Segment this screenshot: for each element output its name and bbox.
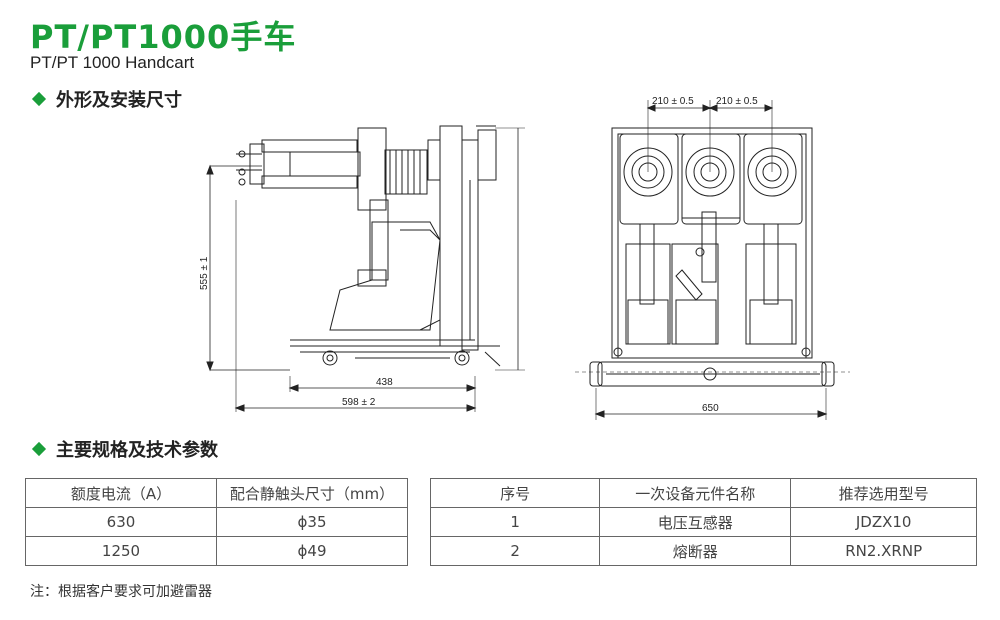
table-header-row: 序号 一次设备元件名称 推荐选用型号: [429, 478, 977, 508]
side-view-drawing: 555 ± 1: [199, 125, 525, 412]
section-heading-dimensions-text: 外形及安装尺寸: [56, 90, 182, 111]
diamond-bullet-icon: [31, 441, 47, 457]
footnote: 注：根据客户要求可加避雷器: [30, 584, 212, 600]
table-header-cell: 推荐选用型号: [790, 478, 977, 508]
dim-210-left-label: 210 ± 0.5: [652, 96, 694, 107]
dim-555-label: 555 ± 1: [199, 256, 210, 290]
rated-current-table: 额度电流（A） 配合静触头尺寸（mm） 630 ϕ35 1250 ϕ49: [25, 478, 408, 566]
table-cell: 熔断器: [599, 536, 792, 566]
page-subtitle: PT/PT 1000 Handcart: [30, 53, 195, 72]
dim-598-label: 598 ± 2: [342, 397, 376, 408]
table-row: 630 ϕ35: [25, 507, 408, 537]
table-cell: 电压互感器: [599, 507, 792, 537]
component-table: 序号 一次设备元件名称 推荐选用型号 1 电压互感器 JDZX10 2 熔断器 …: [429, 478, 977, 566]
table-header-cell: 配合静触头尺寸（mm）: [216, 478, 408, 508]
table-row: 1 电压互感器 JDZX10: [429, 507, 977, 537]
table-cell: ϕ49: [216, 536, 408, 566]
section-heading-specs-text: 主要规格及技术参数: [56, 440, 218, 461]
table-header-cell: 额度电流（A）: [25, 478, 217, 508]
section-heading-specs: 主要规格及技术参数: [30, 436, 218, 462]
table-row: 1250 ϕ49: [25, 536, 408, 566]
table-cell: 1250: [25, 536, 217, 566]
table-header-cell: 序号: [429, 478, 601, 508]
dim-210-right-label: 210 ± 0.5: [716, 96, 758, 107]
section-heading-dimensions: 外形及安装尺寸: [30, 86, 182, 112]
table-row: 2 熔断器 RN2.XRNP: [429, 536, 977, 566]
table-cell: JDZX10: [790, 507, 977, 537]
table-cell: 2: [429, 536, 601, 566]
table-cell: 1: [429, 507, 601, 537]
dim-438-label: 438: [376, 377, 393, 388]
table-cell: 630: [25, 507, 217, 537]
table-cell: ϕ35: [216, 507, 408, 537]
table-cell: RN2.XRNP: [790, 536, 977, 566]
page-title: PT/PT1000手车: [30, 18, 297, 56]
dim-650-label: 650: [702, 403, 719, 414]
technical-drawing: 555 ± 1: [199, 96, 850, 420]
table-header-row: 额度电流（A） 配合静触头尺寸（mm）: [25, 478, 408, 508]
front-view-drawing: 210 ± 0.5 210 ± 0.5: [575, 96, 850, 420]
table-header-cell: 一次设备元件名称: [599, 478, 792, 508]
